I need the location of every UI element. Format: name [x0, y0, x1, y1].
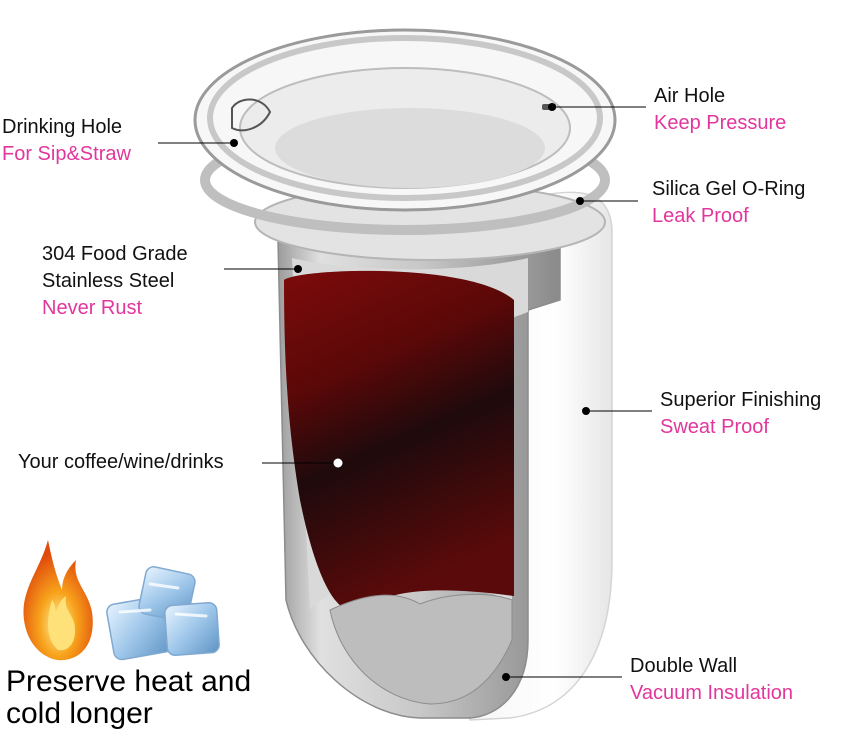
- dot-double-wall: [502, 673, 510, 681]
- callout-double-wall: Double Wall Vacuum Insulation: [630, 653, 793, 707]
- callout-steel: 304 Food Grade Stainless Steel Never Rus…: [42, 241, 188, 322]
- lid-surface: [275, 108, 545, 188]
- callout-steel-line1: 304 Food Grade: [42, 243, 188, 265]
- tagline-line2: cold longer: [6, 697, 153, 730]
- callout-drinks-title: Your coffee/wine/drinks: [18, 451, 224, 473]
- callout-air-hole-title: Air Hole: [654, 85, 726, 107]
- tagline: Preserve heat and cold longer: [6, 666, 251, 730]
- inner-bottom: [329, 593, 513, 705]
- dot-drinks: [333, 458, 343, 468]
- callout-oring-subtitle: Leak Proof: [652, 205, 749, 227]
- callout-finishing-subtitle: Sweat Proof: [660, 416, 769, 438]
- callout-oring-title: Silica Gel O-Ring: [652, 178, 806, 200]
- dot-air-hole: [548, 103, 556, 111]
- ice-cubes-icon: [106, 566, 220, 661]
- callout-steel-line2: Stainless Steel: [42, 270, 175, 292]
- tagline-line1: Preserve heat and: [6, 665, 252, 698]
- callout-air-hole: Air Hole Keep Pressure: [654, 83, 786, 137]
- callout-drinking-hole-subtitle: For Sip&Straw: [2, 143, 131, 165]
- dot-drinking-hole: [230, 139, 238, 147]
- dot-finishing: [582, 407, 590, 415]
- callout-double-wall-title: Double Wall: [630, 655, 738, 677]
- callout-drinking-hole-title: Drinking Hole: [2, 116, 123, 138]
- callout-oring: Silica Gel O-Ring Leak Proof: [652, 176, 805, 230]
- callout-steel-subtitle: Never Rust: [42, 297, 143, 319]
- callout-drinks: Your coffee/wine/drinks: [18, 449, 224, 476]
- dot-steel: [294, 265, 302, 273]
- callout-finishing: Superior Finishing Sweat Proof: [660, 387, 821, 441]
- wine-liquid: [284, 270, 514, 610]
- callout-drinking-hole: Drinking Hole For Sip&Straw: [2, 114, 131, 168]
- lid-groove: [207, 35, 603, 201]
- drinking-hole: [231, 98, 272, 132]
- dot-oring: [576, 197, 584, 205]
- callout-finishing-title: Superior Finishing: [660, 389, 822, 411]
- callout-double-wall-subtitle: Vacuum Insulation: [630, 682, 794, 704]
- callout-air-hole-subtitle: Keep Pressure: [654, 112, 787, 134]
- flame-icon: [23, 540, 93, 661]
